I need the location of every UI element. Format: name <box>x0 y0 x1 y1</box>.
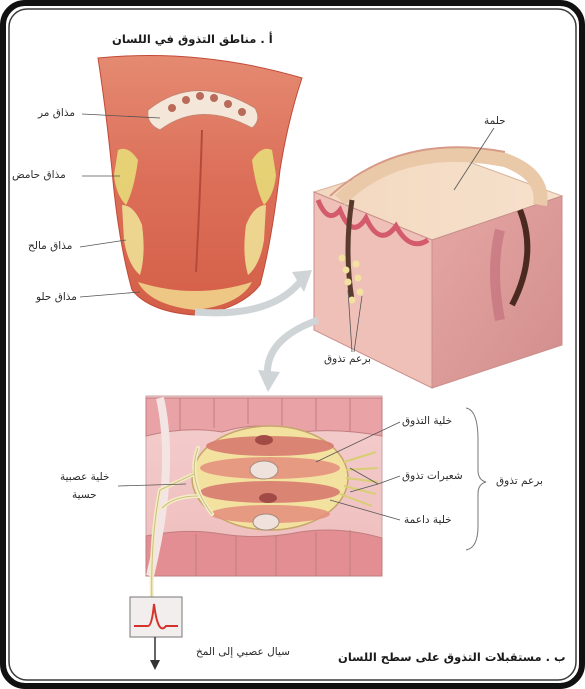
papilla-block <box>314 128 562 388</box>
tongue-diagram <box>80 56 302 316</box>
arrow-to-taste-bud <box>258 320 318 392</box>
label-sensory-neuron-1: خلية عصبية <box>60 472 109 483</box>
part-b-title: ب . مستقبلات التذوق على سطح اللسان <box>338 652 566 664</box>
label-taste-bud-block: برعم تذوق <box>324 354 371 365</box>
taste-bud-box <box>118 396 486 610</box>
action-potential-graph <box>130 597 182 670</box>
taste-bud-brace <box>466 408 486 550</box>
label-sensory-neuron-2: حسية <box>72 490 97 501</box>
label-salty: مذاق مالح <box>28 241 72 252</box>
label-support-cell: خلية داعمة <box>404 515 452 526</box>
label-taste-cell: خلية التذوق <box>402 416 452 427</box>
label-sweet: مذاق حلو <box>36 292 77 303</box>
label-sour: مذاق حامض <box>12 170 66 181</box>
part-a-title: أ . مناطق التذوق في اللسان <box>112 34 273 46</box>
label-nerve-impulse: سيال عصبي إلى المخ <box>196 647 290 658</box>
label-taste-bud-brace: برعم تذوق <box>496 476 543 487</box>
label-papilla: حلمة <box>484 116 506 127</box>
label-bitter: مذاق مر <box>38 108 75 119</box>
label-taste-hairs: شعيرات تذوق <box>402 471 463 482</box>
